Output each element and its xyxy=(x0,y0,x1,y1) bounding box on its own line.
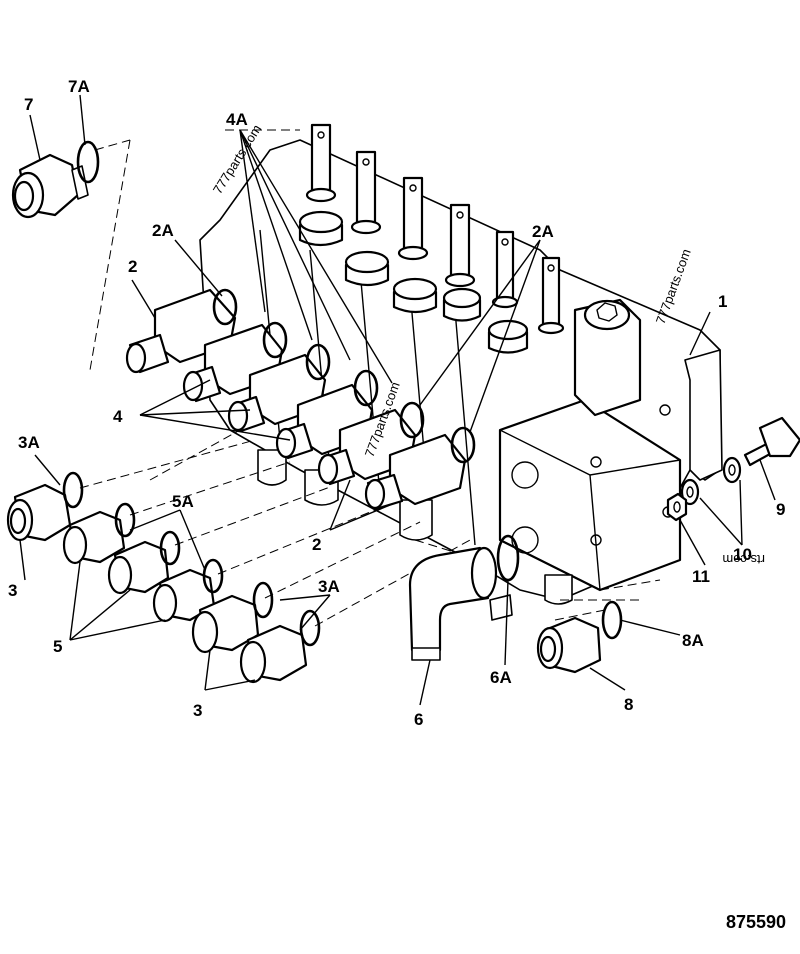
label-8: 8 xyxy=(624,695,633,714)
label-3A-left: 3A xyxy=(18,433,40,452)
drawing-number: 875590 xyxy=(726,912,786,932)
label-6: 6 xyxy=(414,710,423,729)
label-5A: 5A xyxy=(172,492,194,511)
label-2-lower: 2 xyxy=(312,535,321,554)
bolt-9 xyxy=(743,416,800,467)
label-4A: 4A xyxy=(226,110,248,129)
label-7: 7 xyxy=(24,95,33,114)
port-fittings-2-4 xyxy=(125,288,476,511)
center-lines xyxy=(79,129,661,627)
elbow-fitting-6 xyxy=(408,534,520,661)
label-11: 11 xyxy=(692,567,710,586)
label-2A-right: 2A xyxy=(532,222,554,241)
label-3-lower: 3 xyxy=(193,701,202,720)
top-plugs xyxy=(298,210,529,354)
label-2A-left: 2A xyxy=(152,221,174,240)
label-10: 10 xyxy=(733,545,752,564)
leader-lines xyxy=(19,94,776,706)
spool-levers xyxy=(305,123,565,335)
label-5: 5 xyxy=(53,637,62,656)
label-9: 9 xyxy=(776,500,785,519)
label-2-upper: 2 xyxy=(128,257,137,276)
nut-11 xyxy=(666,492,688,522)
label-3A-right: 3A xyxy=(318,577,340,596)
fitting-7 xyxy=(11,139,131,371)
label-8A: 8A xyxy=(682,631,704,650)
callout-labels: 1 2 2 2A 2A 3 3 3A 3A 4 4A 5 5A 6 6A 7 7… xyxy=(8,77,785,729)
label-4: 4 xyxy=(113,407,123,426)
watermark-4: rts.com xyxy=(722,552,765,567)
washers-10 xyxy=(680,456,742,506)
label-1: 1 xyxy=(718,292,727,311)
fitting-8 xyxy=(536,600,623,674)
label-3-left: 3 xyxy=(8,581,17,600)
watermark-2: 777parts.com xyxy=(653,247,694,326)
label-6A: 6A xyxy=(490,668,512,687)
fittings-3-5 xyxy=(6,471,321,684)
label-7A: 7A xyxy=(68,77,90,96)
